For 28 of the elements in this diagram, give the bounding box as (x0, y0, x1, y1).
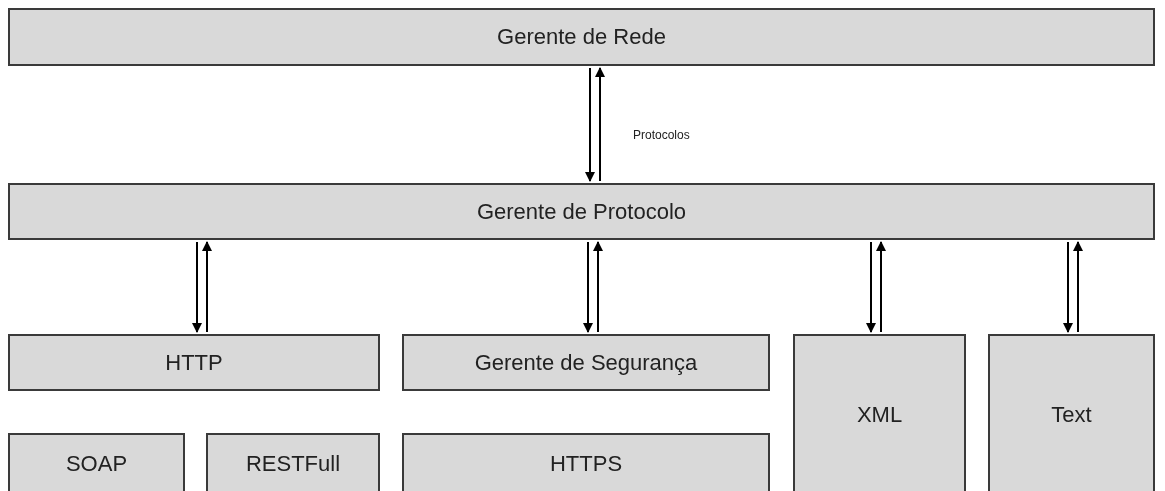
arrow (585, 67, 595, 182)
arrow (1063, 241, 1073, 333)
process-box (8, 183, 1155, 240)
box-label: HTTP (165, 348, 223, 377)
box-label: XML (856, 400, 903, 429)
box-label: SOAP (65, 450, 128, 478)
arrow (202, 241, 212, 333)
process-box (402, 334, 770, 391)
process-box (8, 8, 1155, 66)
process-box (402, 433, 770, 491)
arrow (593, 241, 603, 333)
box-label: HTTPS (549, 450, 623, 478)
process-box (793, 334, 966, 491)
arrow (1073, 241, 1083, 333)
box-label: Gerente de Protocolo (476, 197, 687, 226)
box-label: Gerente de Segurança (474, 348, 698, 377)
arrow (583, 241, 593, 333)
arrow (192, 241, 202, 333)
arrow (876, 241, 886, 333)
arrow (595, 67, 605, 182)
process-box (8, 433, 185, 491)
box-label: Text (1051, 400, 1092, 429)
box-label: Gerente de Rede (497, 23, 666, 51)
box-label: RESTFull (245, 450, 341, 478)
process-box (8, 334, 380, 391)
process-box (206, 433, 380, 491)
process-box (988, 334, 1155, 491)
arrow (866, 241, 876, 333)
